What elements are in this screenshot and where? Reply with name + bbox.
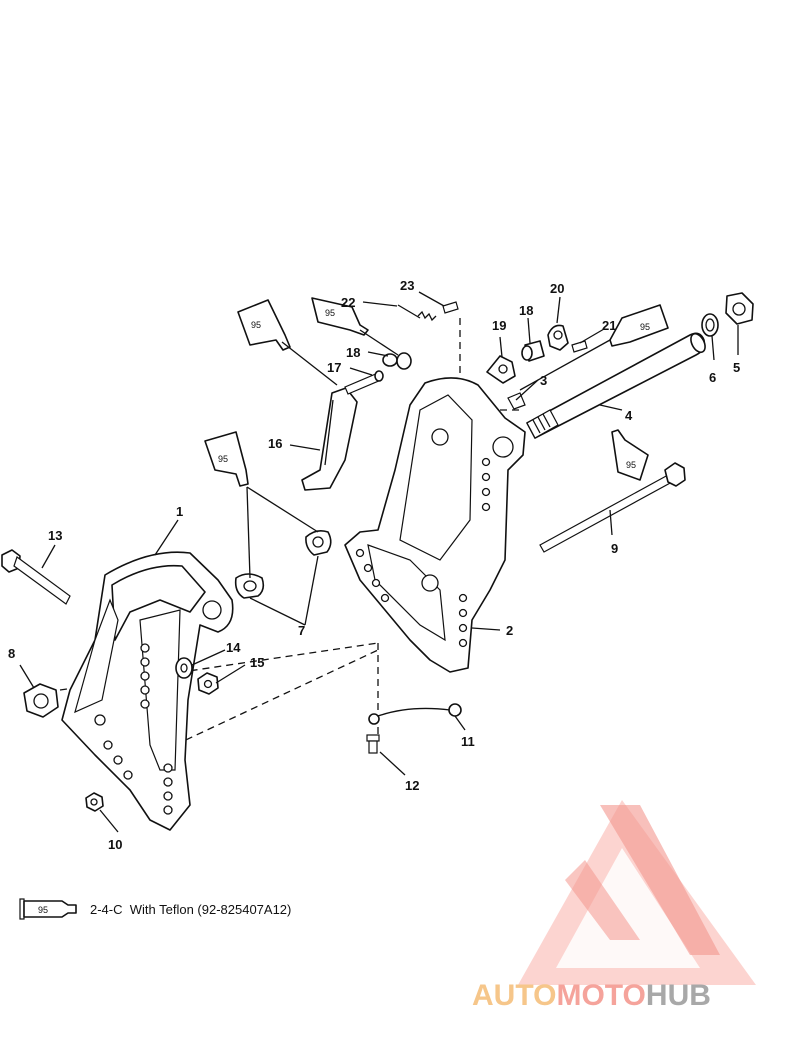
legend-text: 2-4-C With Teflon (92-825407A12)	[90, 902, 291, 917]
part-washer-14	[175, 657, 193, 679]
lubricant-tube-icon: 95	[609, 304, 669, 347]
legend: 95 2-4-C With Teflon (92-825407A12)	[19, 898, 291, 920]
lubricant-tube-icon: 95	[611, 429, 649, 481]
part-screw-12	[366, 734, 380, 754]
part-nut-15	[197, 672, 219, 695]
part-fitting-3	[507, 392, 526, 410]
callout-12: 12	[405, 778, 419, 793]
part-tilt-lever	[301, 387, 358, 491]
part-washer-18a	[382, 352, 412, 370]
part-bracket-bolt	[1, 549, 71, 605]
callout-20: 20	[550, 281, 564, 296]
svg-text:AUTOMOTOHUB: AUTOMOTOHUB	[472, 979, 711, 1012]
watermark-moto: MOTO	[556, 979, 645, 1012]
part-ground-strap	[368, 703, 462, 725]
callout-labels: 1 2 3 4 5 6 7 8 9 10 11 12 13 14 15 16 1…	[8, 278, 740, 852]
part-pin-23	[442, 301, 459, 314]
callout-1: 1	[176, 504, 183, 519]
callout-13: 13	[48, 528, 62, 543]
callout-5: 5	[733, 360, 740, 375]
part-small-nut	[85, 792, 104, 812]
callout-22: 22	[341, 295, 355, 310]
part-bushing-18b	[521, 340, 545, 362]
callout-3: 3	[540, 373, 547, 388]
svg-text:95: 95	[218, 454, 228, 464]
part-large-nut	[23, 683, 59, 718]
lubricant-tube-icon: 95	[237, 299, 291, 351]
leader-lines	[19, 291, 739, 833]
callout-17: 17	[327, 360, 341, 375]
callout-23: 23	[400, 278, 414, 293]
callout-2: 2	[506, 623, 513, 638]
part-pin-21	[571, 340, 588, 353]
part-latch-20	[547, 324, 569, 351]
part-spring-22	[397, 304, 437, 322]
callout-19: 19	[492, 318, 506, 333]
svg-text:95: 95	[38, 905, 48, 915]
callout-7: 7	[298, 623, 305, 638]
part-long-bolt	[539, 462, 686, 553]
watermark-logo-icon	[518, 800, 756, 985]
svg-text:95: 95	[640, 322, 650, 332]
lubricant-tube-icon: 95	[311, 297, 369, 336]
lubricant-tube-icon: 95	[204, 431, 249, 487]
part-clip-19	[486, 355, 516, 384]
part-clamp-bracket-left	[61, 551, 234, 831]
lubricant-tube-icon: 95	[19, 898, 77, 920]
callout-4: 4	[625, 408, 633, 423]
part-tilt-tube-washer	[701, 313, 719, 337]
callout-18b: 18	[519, 303, 533, 318]
part-tilt-tube	[526, 332, 706, 439]
callout-9: 9	[611, 541, 618, 556]
callout-16: 16	[268, 436, 282, 451]
part-pin-17	[344, 370, 384, 395]
callout-14: 14	[226, 640, 241, 655]
svg-text:95: 95	[251, 320, 261, 330]
svg-text:95: 95	[325, 308, 335, 318]
watermark-auto: AUTO	[472, 979, 556, 1012]
svg-text:95: 95	[626, 460, 636, 470]
callout-10: 10	[108, 837, 122, 852]
watermark-hub: HUB	[646, 979, 711, 1012]
callout-15: 15	[250, 655, 264, 670]
callout-11: 11	[461, 734, 475, 749]
callout-18: 18	[346, 345, 360, 360]
part-clamp-bracket-right	[344, 377, 526, 673]
callout-21: 21	[602, 318, 616, 333]
part-tilt-tube-nut	[725, 292, 754, 325]
watermark-text: AUTOMOTOHUB	[472, 979, 711, 1012]
callout-8: 8	[8, 646, 15, 661]
callout-6: 6	[709, 370, 716, 385]
